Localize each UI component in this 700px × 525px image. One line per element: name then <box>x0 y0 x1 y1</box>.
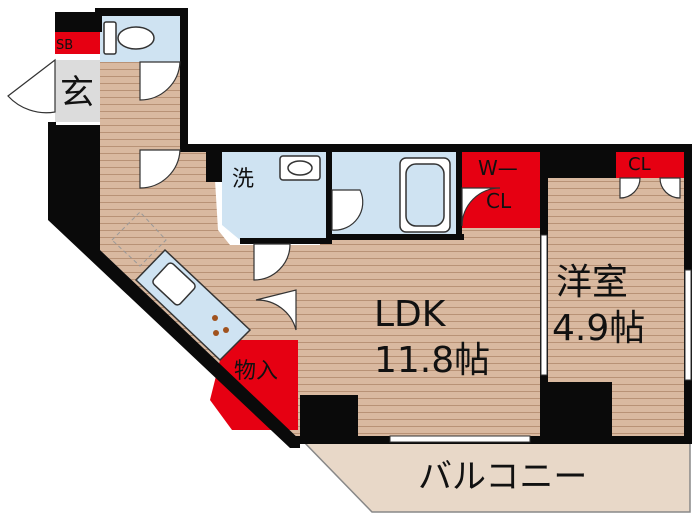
wall-washroom-corner <box>206 152 222 182</box>
entrance-door-swing <box>7 58 56 114</box>
ldk-size: 11.8帖 <box>374 340 490 381</box>
hall-door-swing <box>139 149 181 189</box>
toilet-bowl <box>117 26 155 50</box>
bath-door-swing <box>331 189 364 231</box>
wall-toilet-right <box>180 8 188 150</box>
ldk-name: LDK <box>374 294 447 335</box>
balcony-label: バルコニー <box>418 457 587 497</box>
ldk-floor <box>100 150 540 440</box>
shoe-box <box>55 32 100 54</box>
storage-door-swing <box>255 289 297 331</box>
fixtures <box>103 21 451 233</box>
wcl-label-top: W— <box>478 156 518 180</box>
bathtub-inner <box>405 163 445 227</box>
entrance-label: 玄 <box>60 73 94 113</box>
wall-bath-divider <box>326 152 332 244</box>
storage-closet <box>210 340 298 430</box>
wall-closet-side <box>456 152 462 240</box>
washroom-label: 洗 <box>232 167 254 192</box>
right-window <box>684 269 692 381</box>
kitchen-sink <box>152 262 196 306</box>
western-closet-door-right <box>659 177 681 199</box>
western-room-name: 洋室 <box>556 262 628 303</box>
stove-burner-2 <box>223 327 229 333</box>
fridge-space <box>111 211 167 267</box>
doors <box>7 58 681 331</box>
wall-top-left <box>55 12 102 32</box>
wall-upper-right <box>540 144 692 152</box>
wall-upper <box>180 144 550 152</box>
stove-burner-1 <box>212 315 218 321</box>
western-closet <box>616 152 686 178</box>
western-closet-door-left <box>619 177 641 199</box>
balcony-window <box>389 435 531 443</box>
basin-bowl <box>287 160 313 176</box>
sb-label: SB <box>56 38 73 53</box>
wall-column-lower-left <box>300 395 358 440</box>
storage-label: 物入 <box>234 359 278 384</box>
wall-column-top <box>548 152 616 178</box>
wall-bath-bottom <box>330 234 464 240</box>
washroom-door-swing <box>253 243 291 281</box>
stove-burner-3 <box>213 330 219 336</box>
wall-toilet-top <box>95 8 187 16</box>
toilet-door-swing <box>139 61 181 101</box>
wall-diagonal-left <box>48 125 300 448</box>
wcl-label-bottom: CL <box>486 189 512 213</box>
cl-label: CL <box>628 154 651 175</box>
toilet-tank <box>103 21 117 55</box>
wall-washroom-bottom <box>240 238 332 244</box>
western-room-size: 4.9帖 <box>552 308 645 349</box>
wall-column-lower-right <box>548 382 612 440</box>
sliding-door-partition <box>540 234 548 376</box>
entrance-floor <box>55 60 100 122</box>
wcl-door-swing <box>461 187 501 227</box>
